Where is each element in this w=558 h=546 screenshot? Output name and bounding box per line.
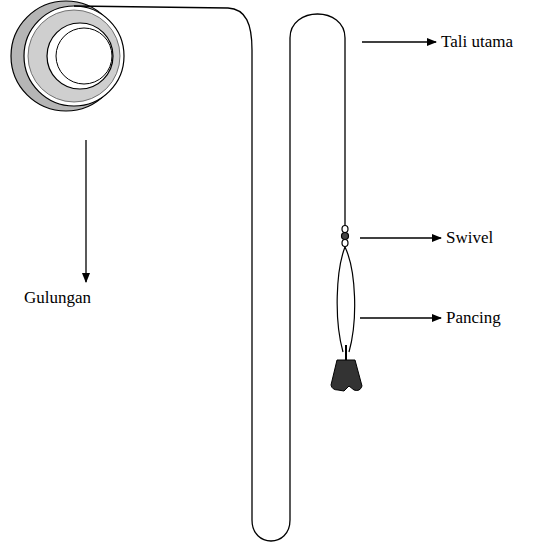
hook-shank: [345, 345, 347, 360]
part-label: Pancing: [446, 308, 501, 328]
part-label: Gulungan: [24, 288, 91, 308]
hook-bait: [331, 360, 362, 391]
part-label: Swivel: [446, 228, 493, 248]
reel: [11, 1, 124, 111]
hook-leader: [337, 247, 355, 352]
leader-arrows: [86, 42, 441, 318]
part-label: Tali utama: [441, 32, 513, 52]
swivel: [342, 226, 349, 247]
main-line: [74, 6, 345, 541]
